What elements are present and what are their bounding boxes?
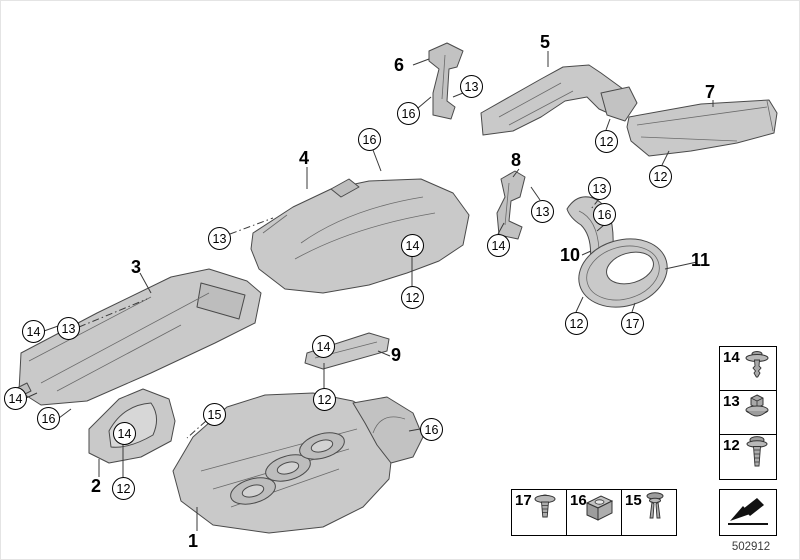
plastic-nut-icon (738, 390, 774, 433)
screw-icon (738, 433, 774, 478)
legend-box-15[interactable]: 15 (621, 489, 677, 536)
screw-washer-icon (526, 489, 564, 534)
callout-12-part9[interactable]: 12 (313, 388, 336, 411)
legend-label-16: 16 (570, 492, 587, 509)
callout-12-part4[interactable]: 12 (401, 286, 424, 309)
callout-16-part1[interactable]: 16 (420, 418, 443, 441)
legend-box-14[interactable]: 14 (719, 346, 777, 391)
callout-14-part9[interactable]: 14 (312, 335, 335, 358)
callout-13-part3[interactable]: 13 (57, 317, 80, 340)
callout-13-part10[interactable]: 13 (588, 177, 611, 200)
callout-14-part3-b[interactable]: 14 (4, 387, 27, 410)
legend-label-17: 17 (515, 492, 532, 509)
callout-15-part1[interactable]: 15 (203, 403, 226, 426)
part-label-3[interactable]: 3 (131, 257, 142, 277)
part-5-shape[interactable] (480, 64, 638, 136)
legend-label-14: 14 (723, 349, 740, 366)
part-3-shape[interactable] (14, 268, 262, 406)
callout-13-part4[interactable]: 13 (208, 227, 231, 250)
part-label-1[interactable]: 1 (188, 531, 199, 551)
expanding-rivet-pin-icon (636, 489, 674, 534)
part-label-7[interactable]: 7 (705, 82, 716, 102)
direction-arrow-icon (724, 487, 772, 532)
legend-box-12[interactable]: 12 (719, 434, 777, 480)
part-label-8[interactable]: 8 (511, 150, 522, 170)
part-label-10[interactable]: 10 (560, 245, 581, 265)
part-label-9[interactable]: 9 (391, 345, 402, 365)
legend-label-15: 15 (625, 492, 642, 509)
clip-nut-icon (579, 489, 619, 534)
callout-17-part11[interactable]: 17 (621, 312, 644, 335)
callout-12-part10[interactable]: 12 (565, 312, 588, 335)
callout-12-part7[interactable]: 12 (649, 165, 672, 188)
callout-12-part2[interactable]: 12 (112, 477, 135, 500)
callout-16-part3[interactable]: 16 (37, 407, 60, 430)
diagram-number: 502912 (731, 541, 771, 553)
callout-14-part3-a[interactable]: 14 (22, 320, 45, 343)
part-7-shape[interactable] (626, 99, 778, 157)
part-6-shape[interactable] (428, 42, 464, 120)
callout-16-part4[interactable]: 16 (358, 128, 381, 151)
legend-label-13: 13 (723, 393, 740, 410)
part-label-4[interactable]: 4 (299, 148, 310, 168)
part-label-11[interactable]: 11 (691, 250, 711, 270)
legend-box-17[interactable]: 17 (511, 489, 567, 536)
callout-14-part2[interactable]: 14 (113, 422, 136, 445)
part-label-2[interactable]: 2 (91, 476, 102, 496)
part-4-shape[interactable] (250, 178, 470, 294)
expanding-rivet-icon (738, 346, 774, 389)
legend-box-16[interactable]: 16 (566, 489, 622, 536)
part-label-6[interactable]: 6 (394, 55, 405, 75)
alignment-dash-lines (78, 198, 600, 439)
callout-16-part6[interactable]: 16 (397, 102, 420, 125)
callout-14-part8[interactable]: 14 (487, 234, 510, 257)
part-8-shape[interactable] (496, 170, 526, 240)
legend-label-12: 12 (723, 437, 740, 454)
legend-box-arrow[interactable] (719, 489, 777, 536)
leader-lines (25, 51, 714, 531)
callout-16-part10[interactable]: 16 (593, 203, 616, 226)
callout-13-part8[interactable]: 13 (531, 200, 554, 223)
callout-14-part4[interactable]: 14 (401, 234, 424, 257)
callout-12-part5[interactable]: 12 (595, 130, 618, 153)
callout-13-part6[interactable]: 13 (460, 75, 483, 98)
part-11-shape[interactable] (571, 229, 676, 317)
part-label-5[interactable]: 5 (540, 32, 551, 52)
legend-box-13[interactable]: 13 (719, 390, 777, 435)
part-1-shape[interactable] (172, 392, 424, 534)
